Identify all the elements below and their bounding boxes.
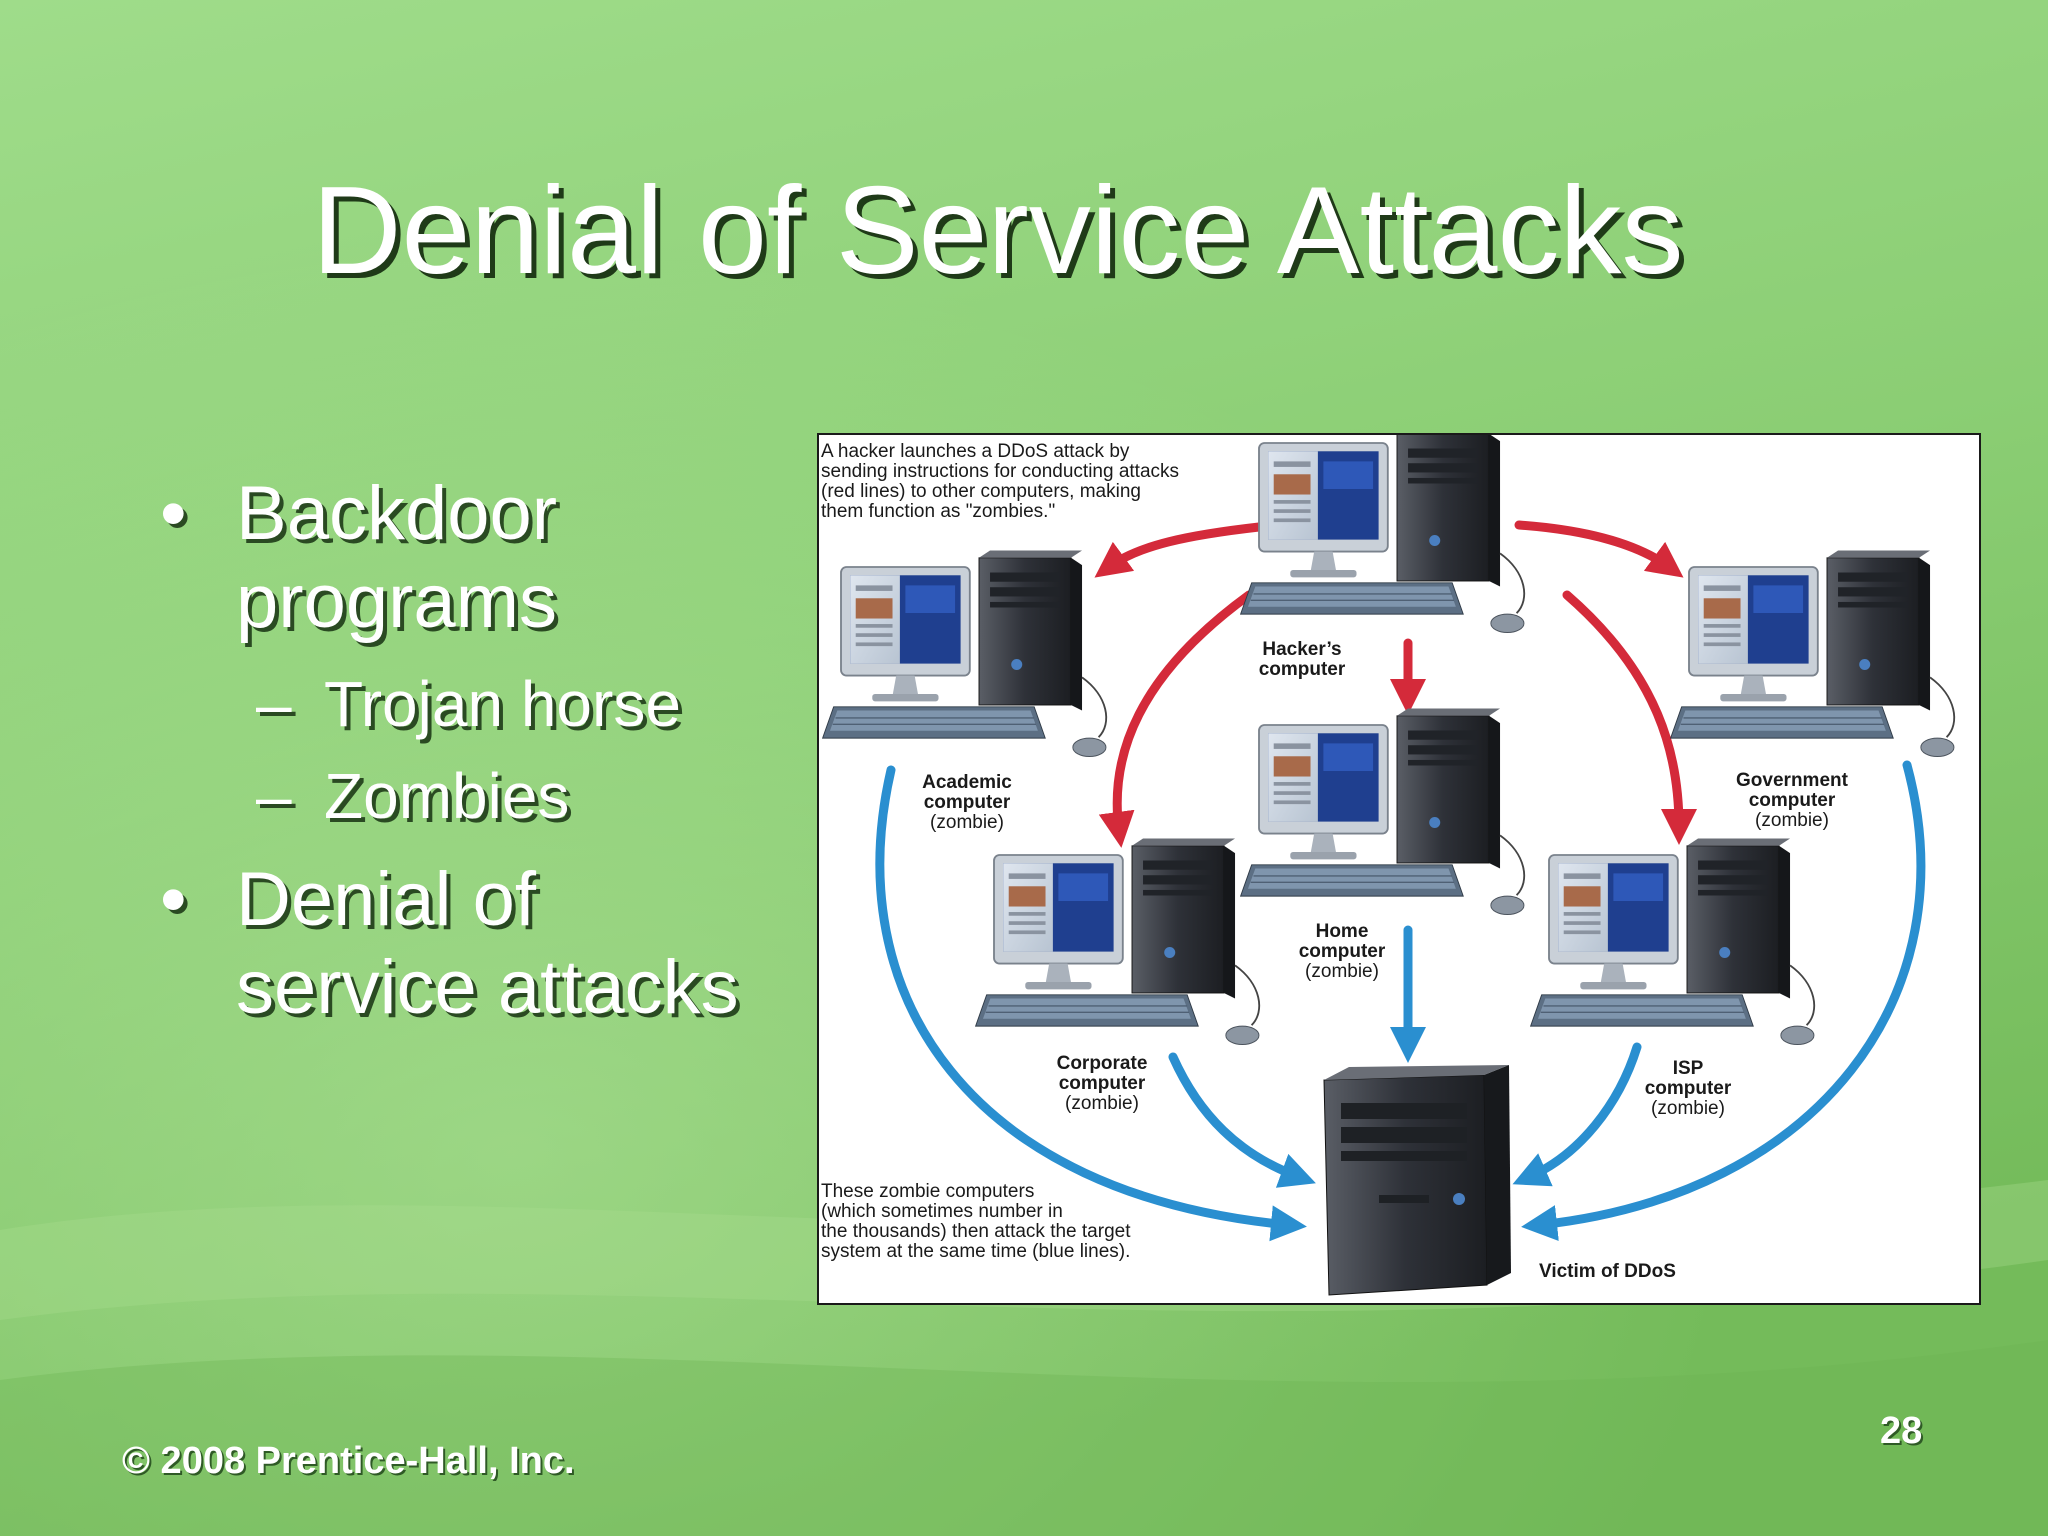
arrow-isp-to-victim — [1512, 1042, 1642, 1187]
label-sub: (zombie) — [1065, 1093, 1139, 1114]
label-line: ISP — [1673, 1058, 1704, 1079]
arrow-hacker-to-academic — [1094, 522, 1264, 578]
label-hacker: Hacker’s computer — [1259, 639, 1346, 680]
victim-server — [1323, 1065, 1511, 1296]
caption-top-line: (red lines) to other computers, making — [821, 481, 1141, 502]
sub-bullet-text: Zombies — [324, 760, 570, 832]
label-victim: Victim of DDoS — [1539, 1261, 1676, 1282]
label-line: computer — [1059, 1073, 1146, 1094]
label-sub: (zombie) — [1305, 961, 1379, 982]
arrow-corporate-to-victim — [1168, 1052, 1316, 1188]
blue-attack-arrows — [875, 760, 1926, 1242]
caption-top-line: them function as "zombies." — [821, 501, 1055, 522]
sub-bullet-item: – Zombies — [160, 750, 739, 842]
label-academic: Academic computer (zombie) — [922, 772, 1012, 833]
page-number: 28 — [1880, 1410, 1923, 1452]
arrow-academic-to-victim — [875, 765, 1307, 1242]
label-sub: (zombie) — [930, 812, 1004, 833]
bullet-dot-icon: • — [160, 857, 187, 942]
caption-bottom-line: system at the same time (blue lines). — [821, 1241, 1130, 1262]
red-instruction-arrows — [1094, 520, 1697, 848]
bullet-text-line: Denial of — [236, 857, 536, 942]
bullet-dash-icon: – — [256, 760, 292, 832]
home-computer — [1239, 707, 1526, 916]
academic-computer — [821, 549, 1108, 758]
bullet-text-line: Backdoor — [236, 471, 558, 556]
bullet-text-line: programs — [236, 559, 557, 644]
label-isp: ISP computer (zombie) — [1645, 1058, 1732, 1119]
caption-bottom-line: the thousands) then attack the target — [821, 1221, 1131, 1242]
arrow-hacker-to-government — [1514, 520, 1684, 578]
arrow-hacker-to-corporate — [1098, 590, 1254, 848]
hacker-computer — [1239, 435, 1526, 634]
label-line: Home — [1316, 921, 1369, 942]
label-line: Hacker’s — [1262, 639, 1341, 660]
caption-top-line: sending instructions for conducting atta… — [821, 461, 1179, 482]
caption-bottom: These zombie computers (which sometimes … — [821, 1181, 1131, 1262]
isp-computer — [1529, 837, 1816, 1046]
caption-top: A hacker launches a DDoS attack by sendi… — [821, 441, 1179, 522]
label-home: Home computer (zombie) — [1299, 921, 1386, 982]
bullet-dash-icon: – — [256, 668, 292, 740]
label-line: computer — [1749, 790, 1836, 811]
label-line: Government — [1736, 770, 1849, 791]
government-computer — [1669, 549, 1956, 758]
bullet-item: • Backdoor programs — [160, 470, 739, 646]
caption-bottom-line: (which sometimes number in — [821, 1201, 1063, 1222]
label-line: computer — [924, 792, 1011, 813]
bullet-dot-icon: • — [160, 471, 187, 556]
ddos-diagram: A hacker launches a DDoS attack by sendi… — [817, 433, 1981, 1305]
label-sub: (zombie) — [1755, 810, 1829, 831]
bullet-text-line: service attacks — [236, 945, 739, 1030]
ddos-diagram-canvas: A hacker launches a DDoS attack by sendi… — [821, 435, 1956, 1296]
slide-title: Denial of Service Attacks — [312, 162, 1684, 300]
corporate-computer — [974, 837, 1261, 1046]
label-line: Academic — [922, 772, 1012, 793]
sub-bullet-item: – Trojan horse — [160, 658, 739, 750]
label-line: computer — [1645, 1078, 1732, 1099]
caption-top-line: A hacker launches a DDoS attack by — [821, 441, 1130, 462]
label-line: computer — [1299, 941, 1386, 962]
bullet-list: • Backdoor programs – Trojan horse – Zom… — [160, 470, 739, 1044]
caption-bottom-line: These zombie computers — [821, 1181, 1034, 1202]
label-line: Corporate — [1057, 1053, 1148, 1074]
arrow-government-to-victim — [1521, 760, 1926, 1241]
copyright-footer: © 2008 Prentice-Hall, Inc. — [122, 1440, 575, 1482]
label-government: Government computer (zombie) — [1736, 770, 1849, 831]
sub-bullet-text: Trojan horse — [324, 668, 681, 740]
arrow-hacker-to-isp — [1562, 590, 1697, 845]
label-line: computer — [1259, 659, 1346, 680]
label-corporate: Corporate computer (zombie) — [1057, 1053, 1148, 1114]
bullet-item: • Denial of service attacks — [160, 856, 739, 1032]
label-sub: (zombie) — [1651, 1098, 1725, 1119]
